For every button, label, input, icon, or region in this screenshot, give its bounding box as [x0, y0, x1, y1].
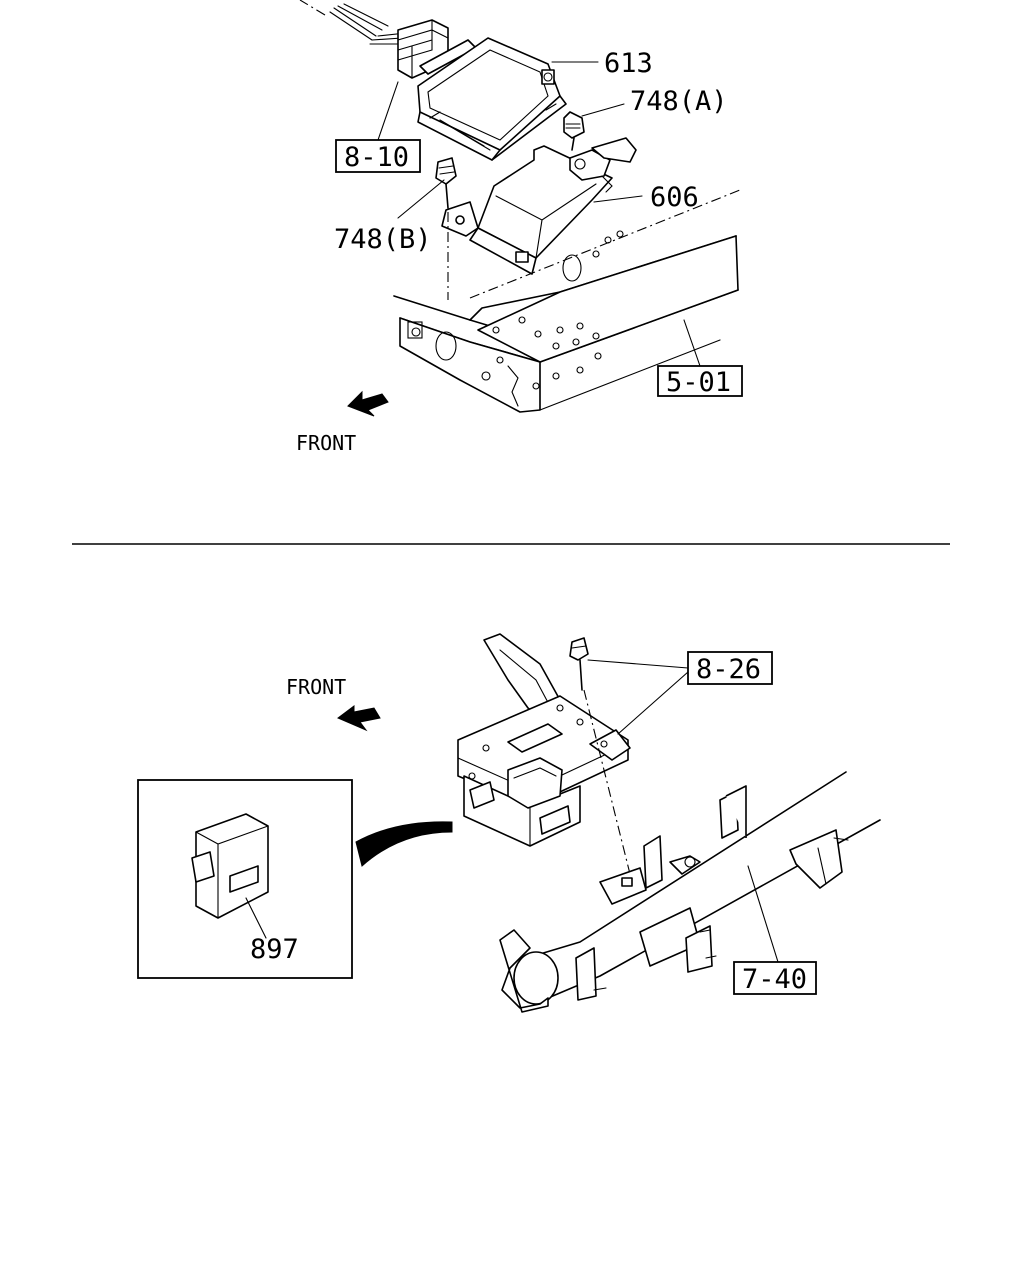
label-613: 613	[604, 48, 653, 79]
wire-harness	[299, 0, 407, 45]
ref-box-7-40	[733, 961, 817, 995]
bolt-b-icon	[435, 157, 457, 300]
front-label-top: FRONT	[296, 431, 356, 455]
label-606: 606	[650, 182, 699, 213]
module-bracket	[457, 633, 631, 847]
bolt-8-26-icon	[569, 637, 633, 883]
ref-8-10: 8-10	[344, 142, 409, 173]
bolt-a-icon	[563, 111, 585, 151]
ecu-unit	[417, 37, 567, 161]
frame-rail	[393, 189, 741, 413]
ref-5-01: 5-01	[666, 367, 731, 398]
bracket	[441, 137, 637, 275]
ref-box-8-26	[687, 651, 773, 685]
top-diagram: 613 748(A) 606 748(B) 8-10 5-01 FRONT	[296, 0, 743, 455]
top-leader-lines	[377, 61, 701, 367]
bottom-leader-lines	[587, 659, 779, 963]
bottom-diagram: FRONT 897	[137, 633, 881, 1013]
label-897: 897	[250, 934, 299, 965]
pointer-arrow-icon	[355, 821, 453, 867]
label-748a: 748(A)	[630, 86, 728, 117]
ref-box-5-01	[657, 365, 743, 397]
front-arrow-icon-bottom	[337, 705, 381, 732]
ref-8-26: 8-26	[696, 654, 761, 685]
crossmember-tube	[499, 771, 881, 1013]
ref-7-40: 7-40	[742, 964, 807, 995]
module-897-icon	[191, 813, 269, 919]
front-arrow-icon	[347, 390, 389, 417]
ref-box-8-10	[335, 139, 421, 173]
front-label-bottom: FRONT	[286, 675, 346, 699]
label-748b: 748(B)	[334, 224, 432, 255]
